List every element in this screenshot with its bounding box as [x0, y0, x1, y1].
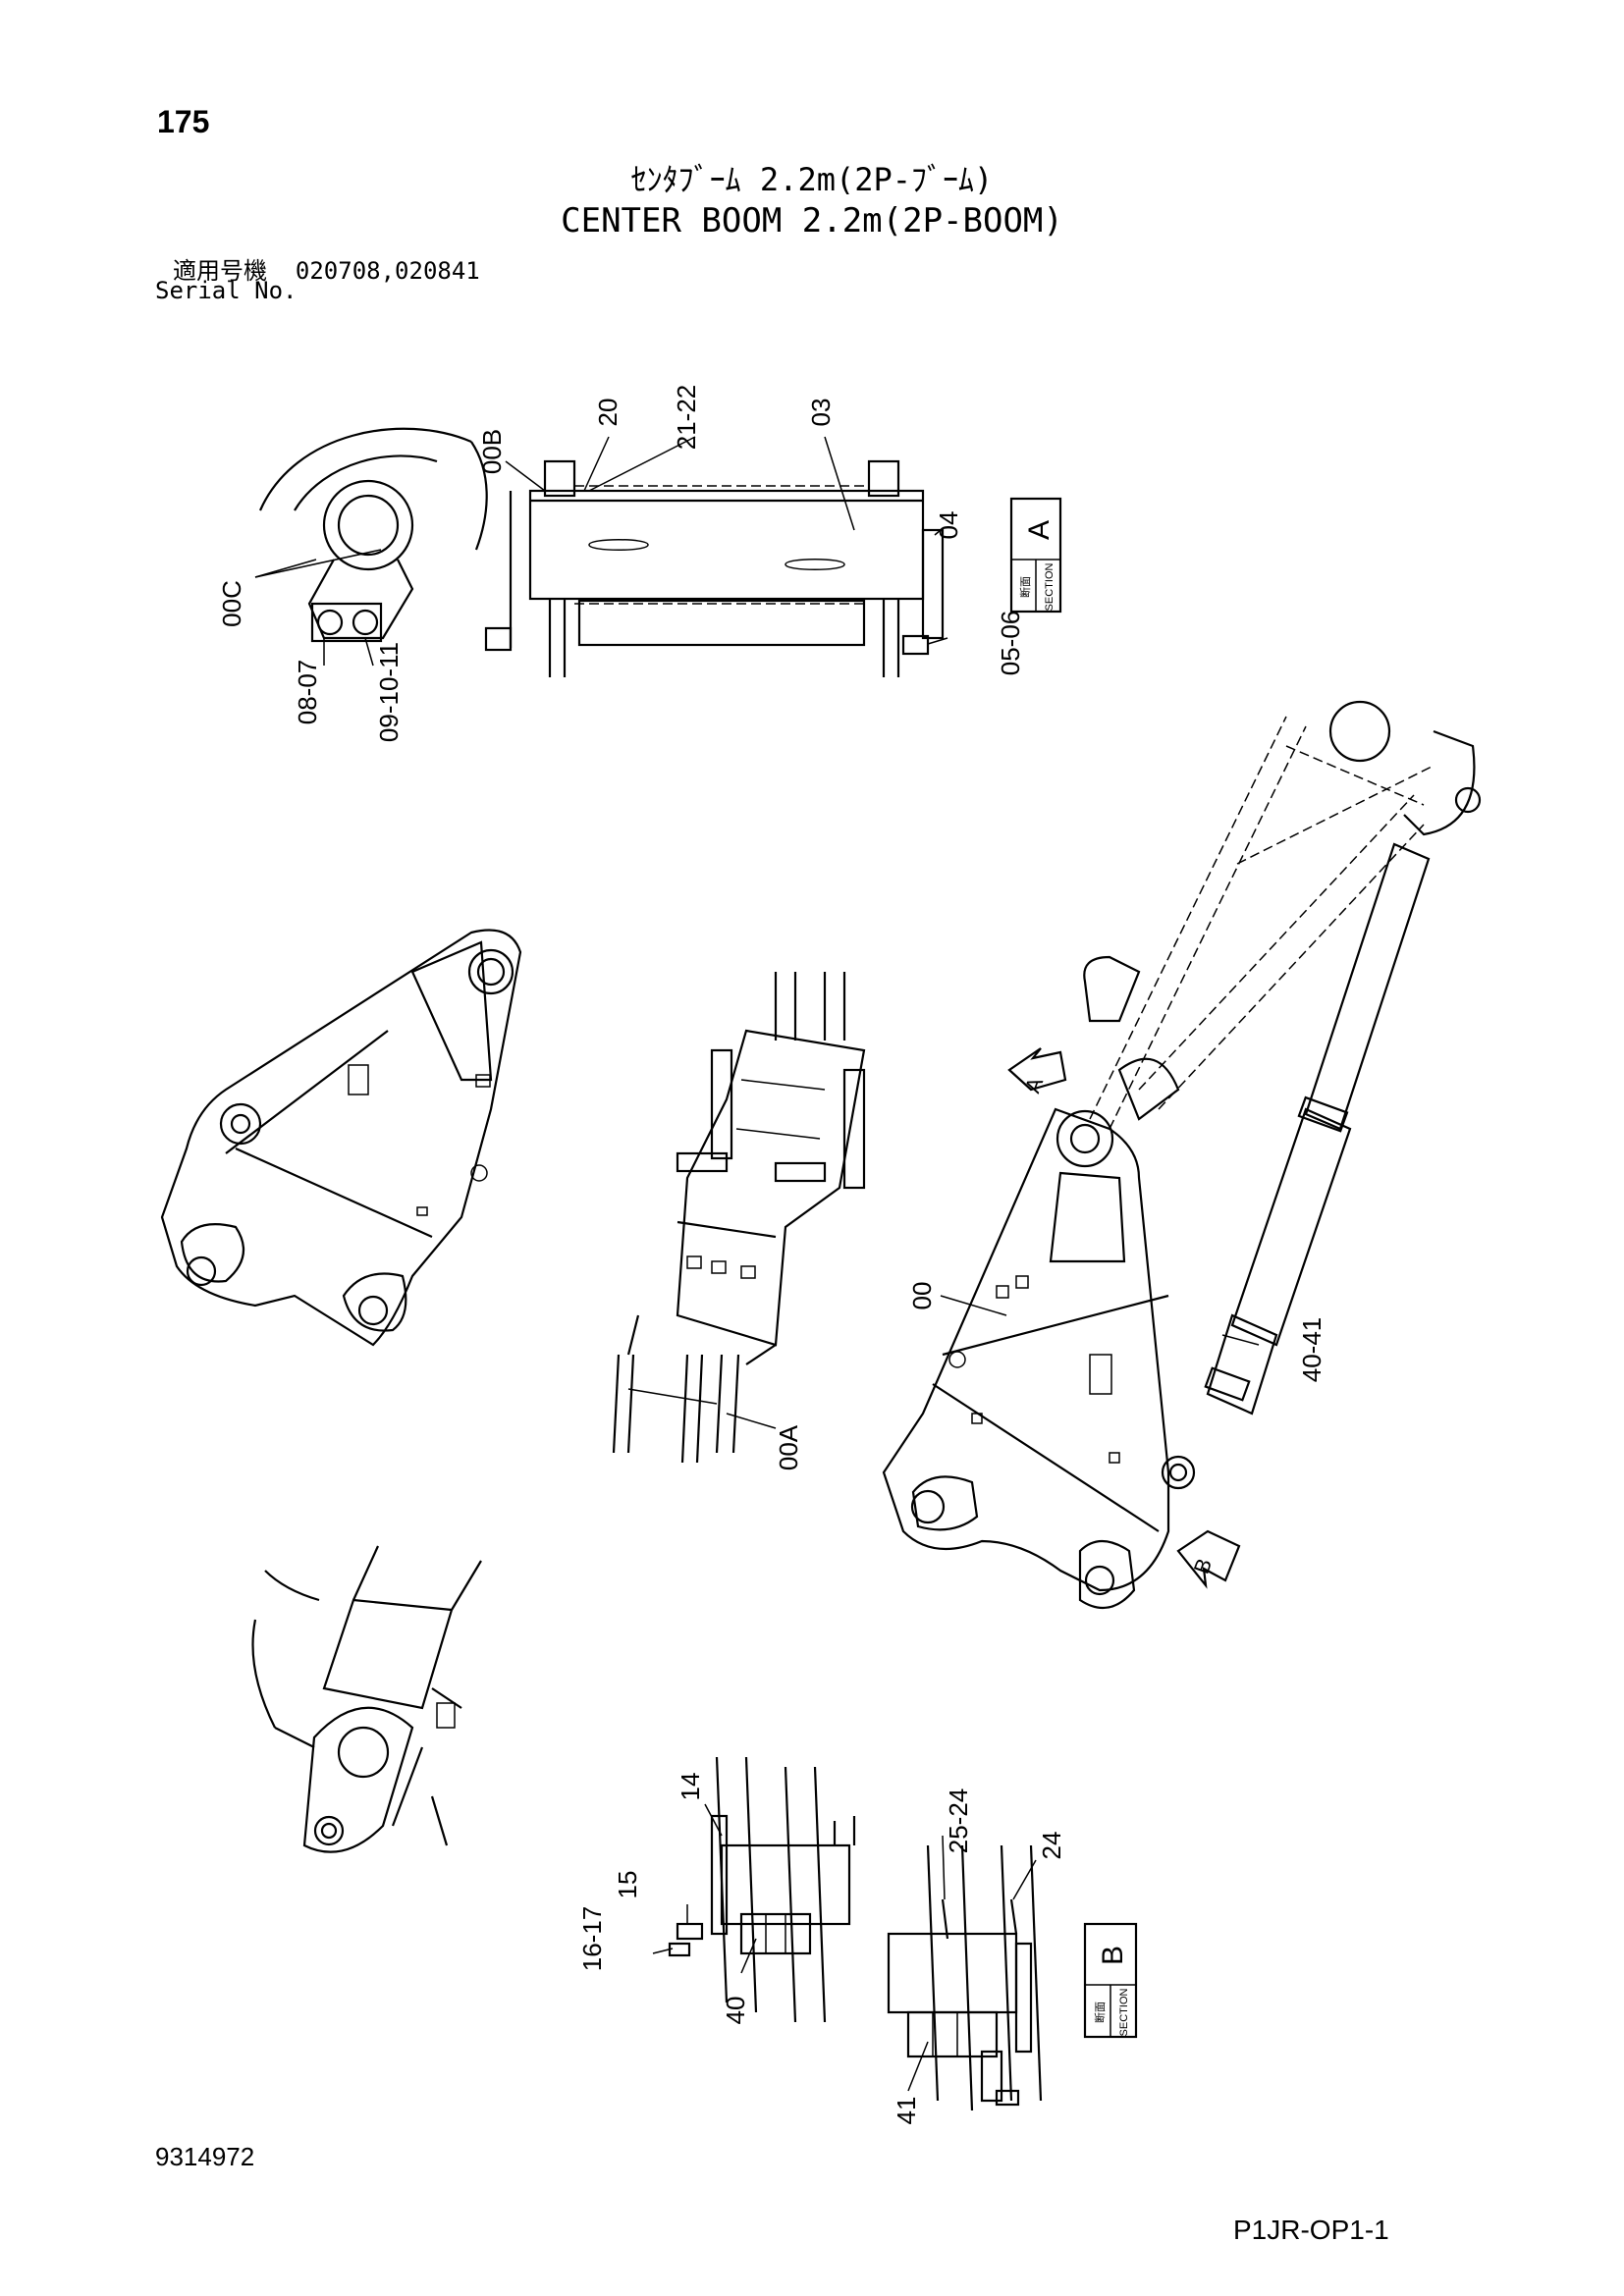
- section-a-word: SECTION: [1044, 563, 1056, 612]
- title-japanese: ｾﾝﾀﾌﾞｰﾑ 2.2m(2P-ﾌﾞｰﾑ): [630, 161, 994, 198]
- section-b-kanji: 断面: [1093, 2002, 1107, 2023]
- serial-numbers: 020708,020841: [295, 257, 480, 285]
- left-bracket-view: [160, 929, 522, 1347]
- serial-label-jp: 適用号機: [173, 257, 267, 285]
- right-main-boom-view: A B 00 40-41: [882, 700, 1482, 1610]
- title-english: CENTER BOOM 2.2m(2P-BOOM): [561, 201, 1063, 240]
- label-40: 40: [721, 1997, 750, 2025]
- middle-boom-view: 00A: [612, 972, 866, 1470]
- label-41: 41: [892, 2097, 921, 2125]
- label-14: 14: [676, 1773, 705, 1801]
- label-00B: 00B: [477, 429, 507, 474]
- section-b-word: SECTION: [1118, 1989, 1130, 2037]
- label-00C: 00C: [217, 580, 246, 627]
- section-a-kanji: 断面: [1018, 576, 1032, 598]
- label-16-17: 16-17: [577, 1906, 607, 1972]
- label-15: 15: [613, 1871, 642, 1899]
- page-number: 175: [157, 104, 210, 139]
- document-number: 9314972: [155, 2142, 255, 2171]
- label-24: 24: [1037, 1832, 1066, 1860]
- serial-line: 適用号機 020708,020841: [173, 251, 480, 286]
- section-a-detail: 00C 08-07 09-10-11 00B 20 21-22 03 04 05…: [217, 385, 1062, 742]
- section-b-letter: B: [1097, 1946, 1129, 1965]
- label-03: 03: [806, 399, 836, 427]
- lower-link-view: [251, 1545, 482, 1853]
- section-b-detail: 14 15 16-17 40 25-24 24 41 B 断面 SECTION: [577, 1756, 1138, 2125]
- label-25-24: 25-24: [944, 1789, 973, 1854]
- label-04: 04: [934, 511, 963, 540]
- serial-label-en: Serial No.: [155, 277, 298, 304]
- label-08-07: 08-07: [293, 660, 322, 725]
- label-09-10-11: 09-10-11: [374, 642, 404, 742]
- section-a-letter: A: [1023, 520, 1056, 540]
- section-a-tag: A 断面 SECTION: [1009, 497, 1062, 614]
- label-20: 20: [593, 399, 623, 427]
- label-00A: 00A: [774, 1424, 803, 1470]
- label-40-41: 40-41: [1297, 1317, 1326, 1383]
- label-21-22: 21-22: [672, 385, 701, 451]
- section-b-tag: B 断面 SECTION: [1083, 1922, 1138, 2039]
- label-05-06: 05-06: [996, 611, 1025, 676]
- page-code: P1JR-OP1-1: [1233, 2215, 1389, 2245]
- label-00: 00: [907, 1282, 937, 1310]
